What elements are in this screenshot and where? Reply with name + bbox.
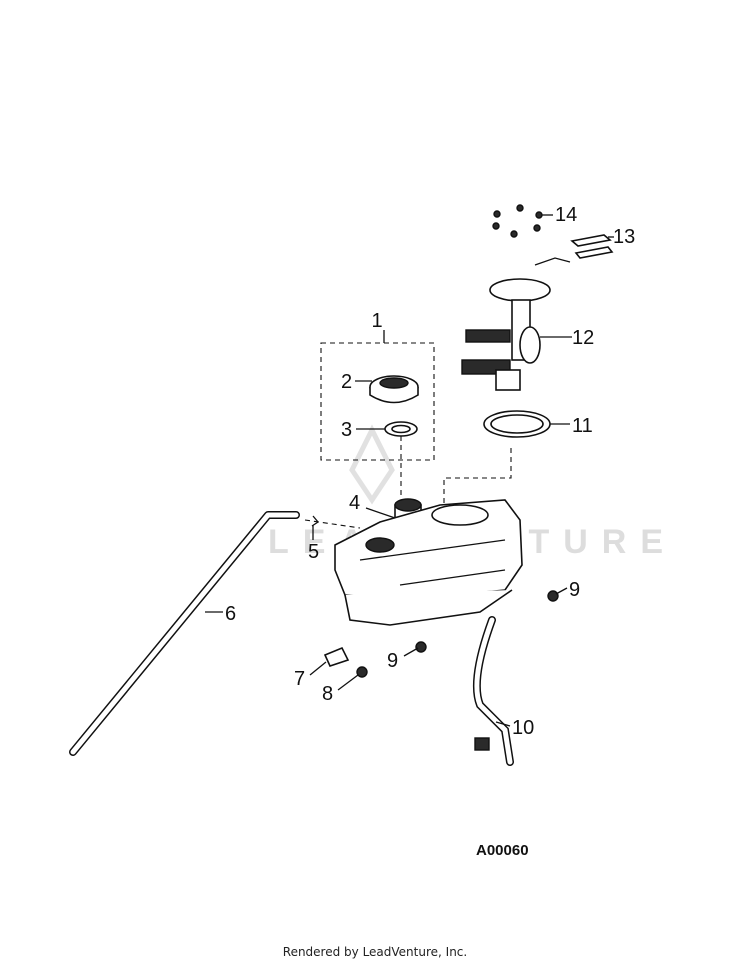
callout-7: 7 [294, 668, 305, 690]
cap-assembly-group-box [320, 342, 435, 461]
callout-11: 11 [572, 415, 593, 437]
wire-clips-part [570, 234, 614, 259]
callout-5: 5 [308, 541, 319, 563]
nut-part [356, 666, 368, 678]
vent-hose-part [69, 511, 300, 756]
figure-code: A00060 [476, 842, 529, 859]
callout-10: 10 [512, 717, 534, 739]
callout-8: 8 [322, 683, 333, 705]
leader-lines [205, 214, 614, 727]
callout-13: 13 [613, 226, 635, 248]
pump-seal-ring-part [483, 410, 551, 438]
tank-nut-part-bottom [415, 641, 427, 653]
callout-9-bottom: 9 [387, 650, 398, 672]
cap-gasket-part [384, 421, 418, 437]
callout-12: 12 [572, 327, 594, 349]
footer-credit: Rendered by LeadVenture, Inc. [282, 945, 468, 959]
screws-part [492, 204, 543, 238]
callout-4: 4 [349, 492, 360, 514]
callout-14: 14 [555, 204, 577, 226]
callout-9-right: 9 [569, 579, 580, 601]
callout-6: 6 [225, 603, 236, 625]
clip-part [311, 515, 319, 527]
fuel-cap-part [369, 375, 419, 404]
callout-2: 2 [341, 371, 352, 393]
tank-nut-part-right [547, 590, 559, 602]
fuel-tank-part [334, 499, 523, 626]
fuel-pump-part [461, 257, 571, 391]
callout-1: 1 [371, 310, 382, 332]
callout-3: 3 [341, 419, 352, 441]
fuel-line-part [472, 616, 514, 766]
fitting-part [323, 646, 350, 667]
